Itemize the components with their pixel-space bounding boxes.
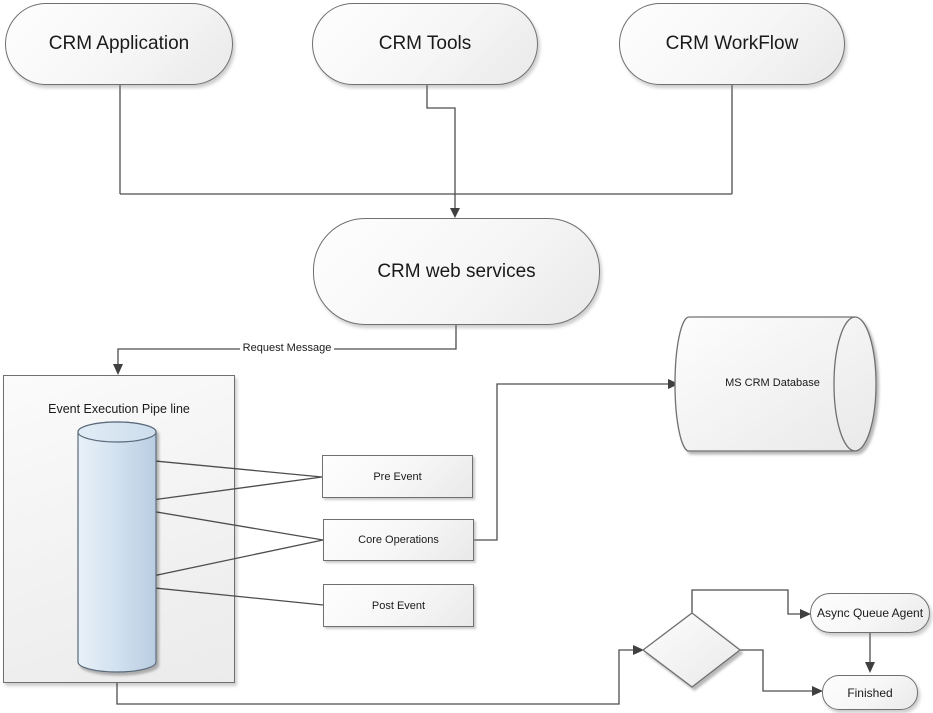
arrowhead-into-decision bbox=[633, 645, 644, 655]
connector-decision-to-async bbox=[691, 589, 801, 615]
node-pre-event-label: Pre Event bbox=[373, 470, 422, 483]
node-pre-event: Pre Event bbox=[322, 455, 473, 498]
event-pipeline-title: Event Execution Pipe line bbox=[48, 402, 190, 416]
edge-label-request-message: Request Message bbox=[240, 342, 334, 354]
node-core-operations: Core Operations bbox=[323, 519, 474, 561]
arrowhead-into-database bbox=[668, 379, 679, 389]
node-finished-label: Finished bbox=[847, 685, 893, 700]
arrowhead-into-pipeline bbox=[113, 364, 123, 375]
connector-decision-to-finished bbox=[740, 649, 813, 692]
arrowhead-into-finished-top bbox=[865, 662, 875, 673]
node-crm-tools-label: CRM Tools bbox=[378, 33, 472, 54]
node-post-event-label: Post Event bbox=[371, 599, 426, 612]
connector-coreops-to-database bbox=[474, 383, 669, 541]
database-cylinder-cap bbox=[833, 316, 856, 452]
arrowhead-into-webservices bbox=[450, 208, 460, 218]
pipeline-cylinder-body bbox=[77, 421, 157, 673]
node-crm-workflow: CRM WorkFlow bbox=[619, 3, 845, 85]
connector-tools-to-webservices bbox=[426, 85, 456, 209]
node-finished: Finished bbox=[822, 675, 918, 710]
node-crm-web-services: CRM web services bbox=[313, 218, 600, 325]
node-post-event: Post Event bbox=[323, 584, 474, 627]
node-core-operations-label: Core Operations bbox=[358, 534, 439, 546]
pipeline-cylinder-top bbox=[77, 421, 157, 443]
connector-pipeline-to-decision bbox=[116, 649, 634, 705]
node-crm-application-label: CRM Application bbox=[48, 33, 190, 54]
decision-diamond bbox=[641, 612, 742, 688]
node-async-queue-agent-label: Async Queue Agent bbox=[816, 606, 924, 620]
node-crm-application: CRM Application bbox=[5, 3, 233, 85]
node-crm-web-services-label: CRM web services bbox=[377, 260, 536, 282]
arrowhead-into-async bbox=[800, 609, 811, 619]
arrowhead-into-finished-left bbox=[812, 686, 823, 696]
node-crm-tools: CRM Tools bbox=[312, 3, 538, 85]
node-crm-workflow-label: CRM WorkFlow bbox=[665, 33, 799, 54]
node-async-queue-agent: Async Queue Agent bbox=[810, 593, 930, 633]
database-label: MS CRM Database bbox=[725, 377, 820, 389]
